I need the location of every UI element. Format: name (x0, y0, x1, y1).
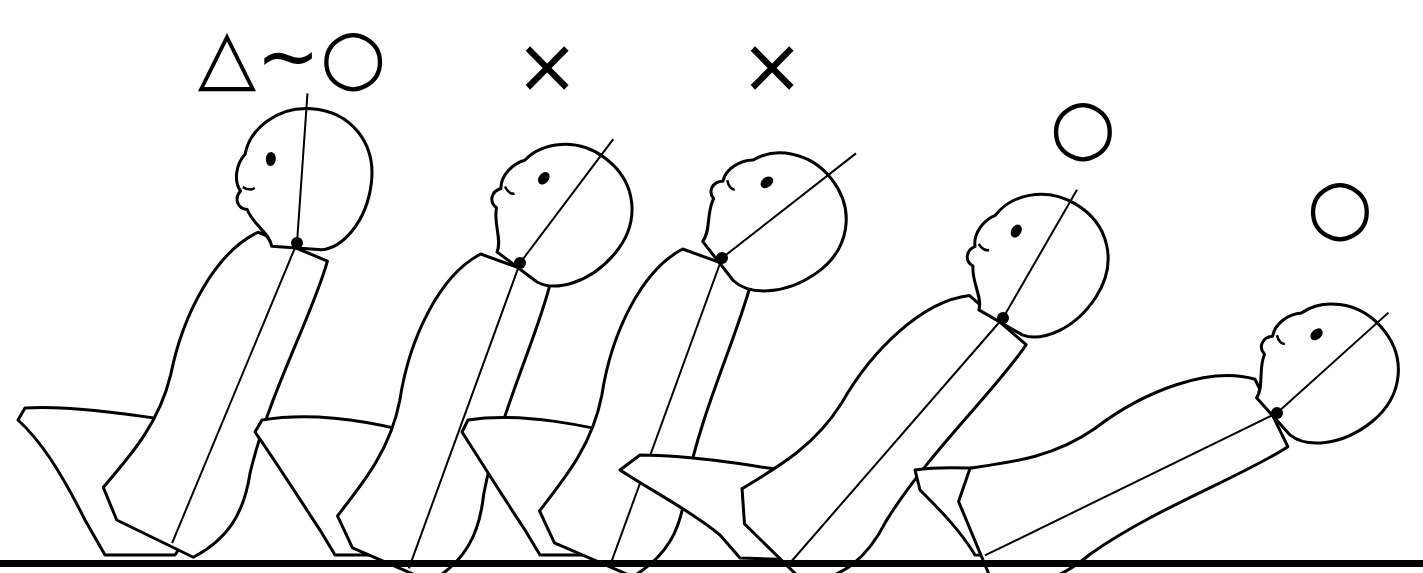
rating-symbol: × (740, 28, 804, 104)
rating-symbol: △~○ (198, 18, 386, 94)
rating-symbol: × (515, 28, 579, 104)
rating-symbol: ○ (1050, 88, 1116, 164)
ground-line (0, 560, 1423, 567)
figure-5 (915, 264, 1423, 573)
rating-symbol: ○ (1307, 168, 1373, 244)
